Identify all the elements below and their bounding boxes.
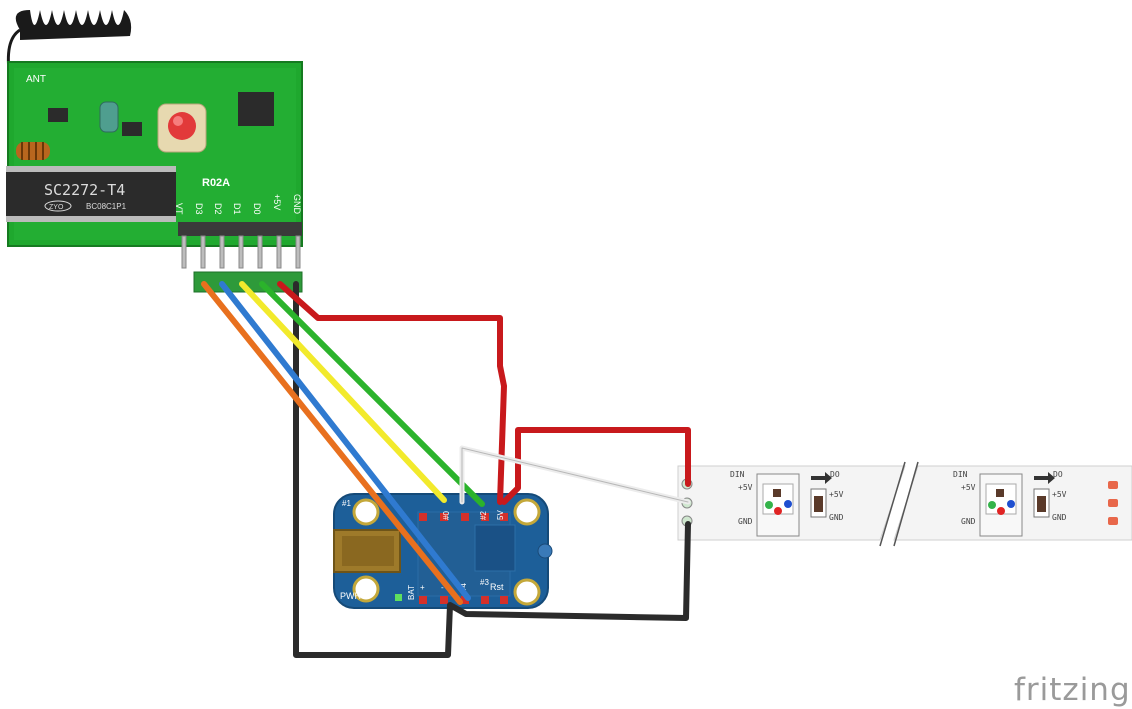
receiver-pin-d3: D3 (194, 203, 204, 215)
strip-label-5v: +5V (738, 483, 753, 492)
trinket-name: Trinket 5V (555, 542, 566, 588)
mount-hole (513, 578, 541, 606)
chip-sub2: BC08C1P1 (86, 202, 127, 211)
strip-label-5v: +5V (961, 483, 976, 492)
chip-label: SC2272-T4 (44, 181, 125, 199)
fritzing-watermark: fritzing (1014, 672, 1131, 708)
strip-out-pad (1108, 517, 1118, 525)
trinket-pin-1: #1 (342, 499, 351, 508)
wire-green (259, 281, 485, 507)
mount-hole (352, 575, 380, 603)
led-segment-1: DIN +5V GND DO +5V GND (730, 470, 844, 537)
led-red-dot (774, 507, 782, 515)
header-pin (481, 596, 489, 604)
strip-label-do: DO (1053, 470, 1063, 479)
component (48, 108, 68, 122)
led-green-dot (988, 501, 996, 509)
wire-orange (201, 281, 463, 605)
led-indicator-icon (168, 112, 196, 140)
receiver-pin-d1: D1 (232, 203, 242, 215)
mount-hole (513, 498, 541, 526)
strip-out-pad (1108, 499, 1118, 507)
wire-red-5v (277, 281, 507, 505)
trinket-pin-0: #0 (442, 511, 451, 520)
strip-label-5v-right: +5V (829, 490, 844, 499)
wire-red-strip (501, 427, 691, 505)
led-strip: DIN +5V GND DO +5V GND DIN +5V GND DO +5… (677, 461, 1132, 547)
strip-label-gnd: GND (961, 517, 976, 526)
header-pin (461, 513, 469, 521)
led-red-dot (997, 507, 1005, 515)
trinket-pin-plus: + (420, 583, 425, 592)
strip-label-gnd-right: GND (829, 513, 844, 522)
arrow-right-icon (811, 472, 832, 484)
strip-out-pad (1108, 481, 1118, 489)
receiver-pin-d2: D2 (213, 203, 223, 215)
trinket-pin-rst: Rst (490, 582, 504, 592)
board-label: R02A (202, 177, 230, 189)
strip-label-5v-right: +5V (1052, 490, 1067, 499)
led-segment-2: DIN +5V GND DO +5V GND (953, 470, 1067, 537)
trinket-pwr-label: PWR (340, 591, 361, 601)
header-pin (500, 596, 508, 604)
dip-chip (6, 172, 176, 216)
trinket-pin-3: #3 (480, 578, 489, 587)
pin-header (178, 222, 302, 236)
component (122, 122, 142, 136)
header-pin (419, 513, 427, 521)
header-pin (440, 596, 448, 604)
component (238, 92, 274, 126)
header-pin (500, 513, 508, 521)
header-pin (440, 513, 448, 521)
header-pin (461, 596, 469, 604)
rf-receiver-module: ANT SC2272-T4 ZYO BC08C1P1 R02A VT D3 D2… (6, 10, 303, 293)
trinket-pin-4: #4 (459, 583, 468, 592)
wires (201, 281, 691, 658)
strip-label-din: DIN (953, 470, 968, 479)
wire-yellow (239, 281, 447, 503)
arrow-right-icon (1034, 472, 1055, 484)
receiver-ant-label: ANT (26, 74, 46, 85)
strip-label-gnd-right: GND (1052, 513, 1067, 522)
trinket-pin-bat: BAT (407, 585, 416, 600)
receiver-pin-vt: VT (174, 203, 184, 215)
reset-button-icon (537, 543, 553, 559)
trinket-pin-minus: - (441, 583, 444, 592)
strip-label-din: DIN (730, 470, 745, 479)
chip-sub1: ZYO (49, 204, 64, 211)
receiver-pin-gnd: GND (292, 194, 302, 215)
led-blue-dot (1007, 500, 1015, 508)
header-pin (419, 596, 427, 604)
header-pins (181, 235, 301, 269)
inductor-coil-icon (16, 142, 50, 160)
led-blue-dot (784, 500, 792, 508)
mount-hole (352, 498, 380, 526)
strip-label-gnd: GND (738, 517, 753, 526)
trinket-pin-2: #2 (479, 511, 488, 520)
trinket-pin-5v: 5V (496, 510, 505, 520)
component (99, 101, 119, 133)
receiver-pin-5v: +5V (272, 194, 282, 210)
pwr-led (395, 594, 402, 601)
wire-blue (219, 281, 471, 601)
led-green-dot (765, 501, 773, 509)
strip-label-do: DO (830, 470, 840, 479)
header-pin (481, 513, 489, 521)
wire-black-gnd (293, 281, 691, 658)
receiver-pin-d0: D0 (252, 203, 262, 215)
